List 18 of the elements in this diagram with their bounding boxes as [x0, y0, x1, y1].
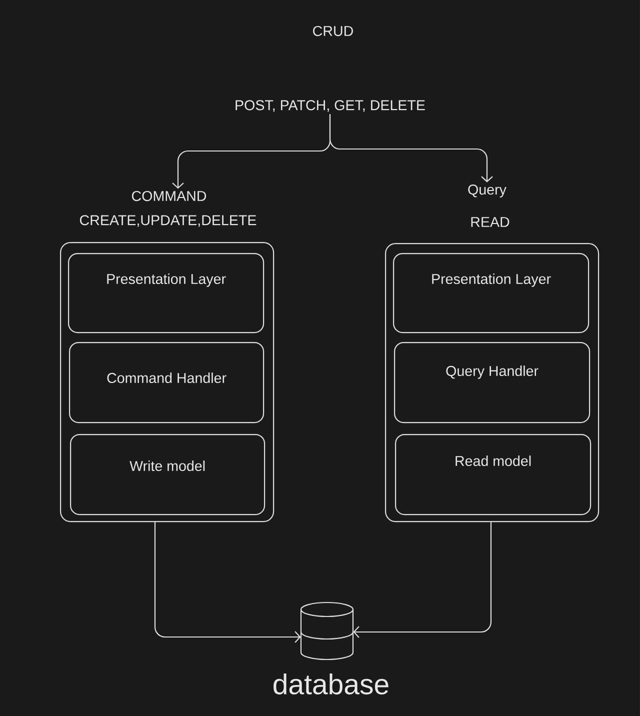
- caption-text: CREATE,UPDATE,DELETE: [80, 215, 256, 227]
- layer-box: Presentation Layer: [393, 253, 590, 334]
- caption-text: READ: [471, 217, 510, 227]
- layer-box: Read model: [395, 434, 592, 516]
- caption-text: database: [274, 674, 388, 694]
- layer-box: Query Handler: [394, 342, 590, 424]
- arrow: [353, 522, 492, 638]
- heading-text: COMMAND: [132, 190, 206, 202]
- container-box: [385, 243, 600, 522]
- layer-box: Presentation Layer: [68, 253, 264, 334]
- arrow: [329, 114, 493, 182]
- heading-text: CRUD: [313, 26, 353, 36]
- heading-text: Query: [468, 184, 506, 198]
- text-label: POST, PATCH, GET, DELETE: [236, 100, 425, 112]
- layer-box: Command Handler: [69, 342, 264, 424]
- layer-box: Write model: [70, 434, 266, 516]
- arrow: [154, 522, 301, 643]
- container-box: [60, 242, 274, 522]
